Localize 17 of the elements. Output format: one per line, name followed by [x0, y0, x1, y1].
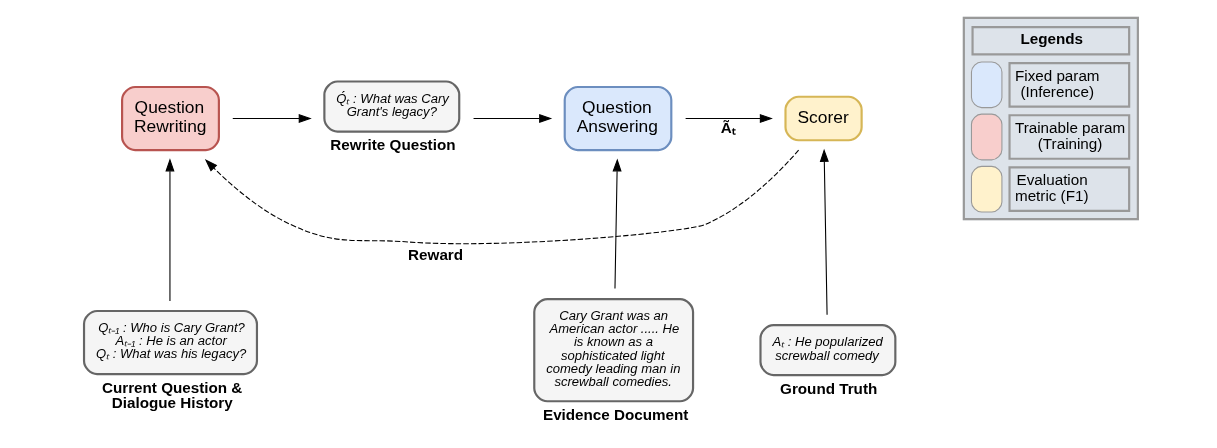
node-label: Current Question & Dialogue History [101, 378, 243, 412]
arrow [232, 113, 312, 124]
node-label: Ground Truth [780, 379, 878, 397]
arrow [612, 158, 622, 290]
legend-label: Trainable param (Training) [1014, 118, 1126, 153]
arrow [204, 149, 800, 245]
legend-label: Evaluation metric (F1) [1014, 171, 1089, 205]
arrow [473, 113, 553, 124]
arrow [165, 158, 175, 302]
node-label: Evidence Document [542, 405, 689, 423]
edge-label: Ãₜ [720, 118, 736, 136]
label: Legends [1020, 29, 1083, 47]
arrow [685, 113, 773, 124]
node-label: Rewrite Question [330, 136, 456, 154]
edge-label: Reward [408, 245, 464, 263]
legend-label: Fixed param (Inference) [1014, 66, 1100, 100]
arrow [819, 148, 829, 316]
